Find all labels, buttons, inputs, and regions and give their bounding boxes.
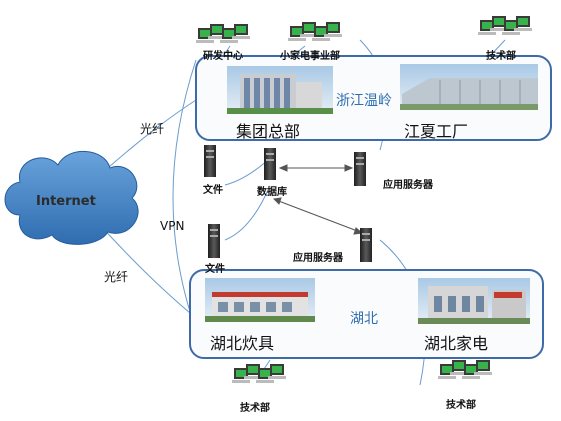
hubei-appliance-site-label: 湖北家电 (424, 334, 489, 353)
appliance-division-label: 小家电事业部 (280, 51, 340, 62)
fiber-link-top-label: 光纤 (140, 122, 165, 136)
file-server-top-label: 文件 (203, 185, 223, 196)
computer-icon (288, 26, 306, 41)
computer-icon (244, 364, 262, 379)
tech-dept-left-label: 技术部 (240, 403, 270, 414)
computer-icon (220, 28, 238, 43)
zhejiang-region-label: 浙江温岭 (336, 93, 392, 109)
hq-photo (227, 66, 333, 114)
computer-icon (312, 26, 330, 41)
computer-icon (474, 360, 492, 375)
jiangxia-photo (400, 64, 538, 110)
server-app-bottom (360, 228, 372, 262)
sync-arrows (272, 164, 364, 235)
tech-dept-right-label: 技术部 (446, 400, 476, 411)
vpn-link-label: VPN (160, 219, 185, 233)
app-server-top-label: 应用服务器 (383, 180, 433, 191)
hubei-cookware-photo (205, 278, 315, 322)
computer-icon (208, 24, 226, 39)
workstations-rd (196, 24, 250, 43)
server-app-top (354, 152, 366, 186)
computer-icon (514, 16, 532, 31)
server-file-top (204, 145, 216, 177)
workstations-tech-left (232, 364, 286, 383)
computer-icon (232, 24, 250, 39)
internet-cloud (4, 150, 139, 245)
computer-icon (268, 364, 286, 379)
server-file-bottom (208, 224, 220, 258)
workstations-tech (478, 16, 532, 35)
server-database (264, 148, 276, 180)
hubei-region-label: 湖北 (350, 311, 378, 327)
hubei-appliance-photo (418, 278, 530, 324)
computer-icon (478, 20, 496, 35)
computer-icon (462, 364, 480, 379)
fiber-link-bottom-label: 光纤 (104, 270, 129, 284)
database-label: 数据库 (257, 187, 287, 198)
computer-icon (502, 20, 520, 35)
computer-icon (450, 360, 468, 375)
tech-dept-top-label: 技术部 (486, 51, 516, 62)
computer-icon (490, 16, 508, 31)
computer-icon (324, 22, 342, 37)
computer-icon (232, 368, 250, 383)
internet-label: Internet (36, 194, 96, 209)
computer-icon (256, 368, 274, 383)
workstations-tech-right (438, 360, 492, 379)
computer-icon (196, 28, 214, 43)
app-server-bottom-label: 应用服务器 (293, 253, 343, 264)
hq-site-label: 集团总部 (236, 122, 301, 141)
rd-center-label: 研发中心 (203, 51, 243, 62)
hubei-cookware-site-label: 湖北炊具 (210, 334, 275, 353)
jiangxia-site-label: 江夏工厂 (404, 122, 469, 141)
computer-icon (300, 22, 318, 37)
computer-icon (438, 364, 456, 379)
workstations-appliance (288, 22, 342, 41)
file-server-bottom-label: 文件 (205, 264, 225, 275)
